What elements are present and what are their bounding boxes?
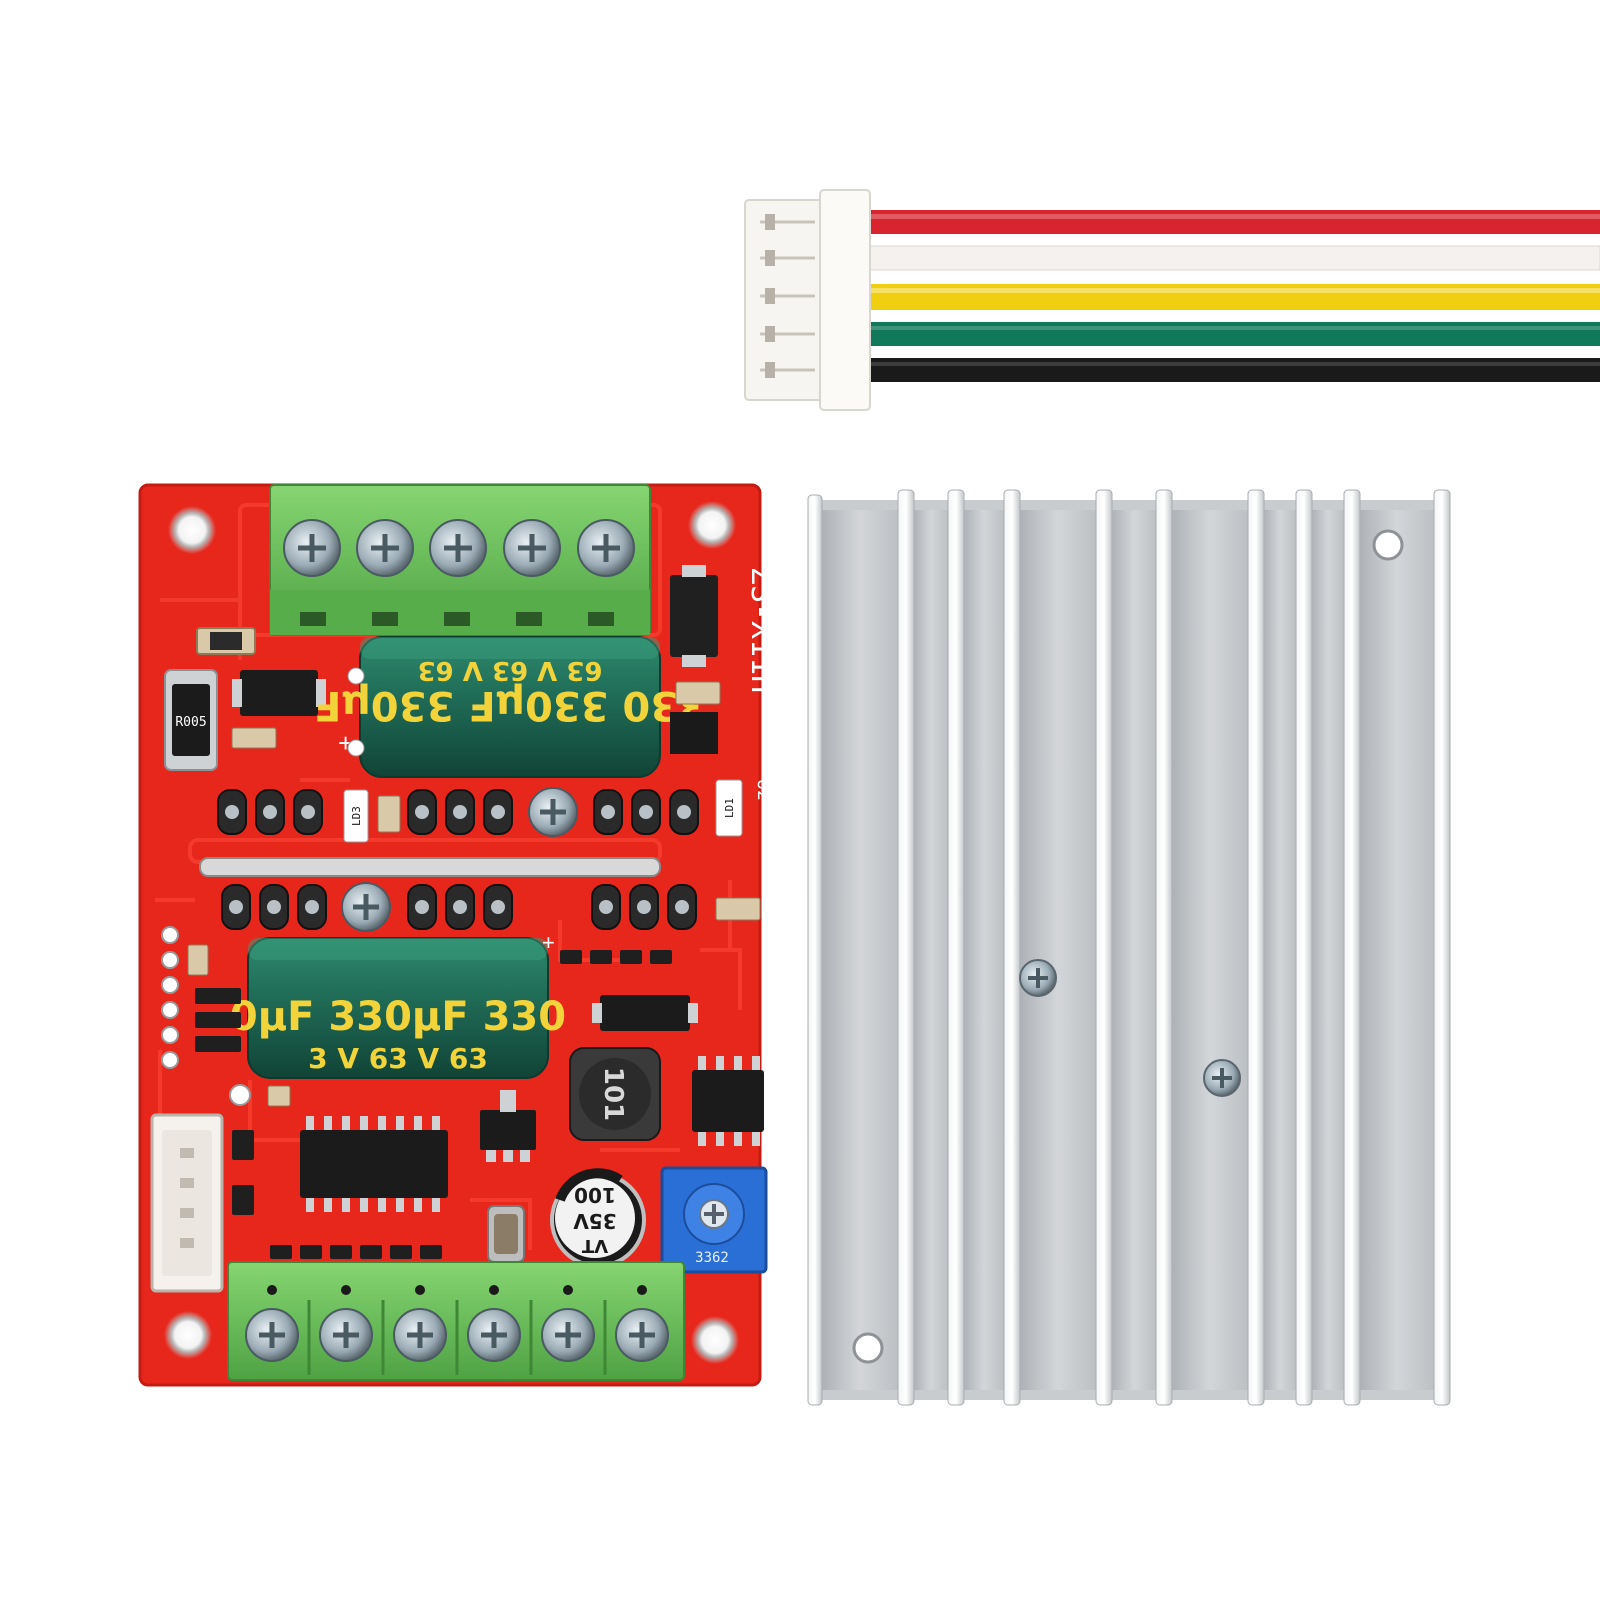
smd-components-left: R005 — [164, 627, 326, 771]
led-label-right: LD1 — [723, 798, 736, 818]
terminal-screws-top — [283, 519, 635, 577]
heatsink-fins — [807, 489, 1451, 1406]
capacitor-bottom-plus: + — [542, 930, 555, 955]
mosfet-leads-bottom — [221, 884, 697, 930]
capacitor-bottom-capacitance: 0µF 330µF 330 — [230, 994, 566, 1040]
terminal-screws-bottom — [245, 1308, 669, 1362]
small-electrolytic-capacitor: VT 35V 100 — [550, 1168, 646, 1268]
capacitor-bottom-voltage: 3 V 63 V 63 — [308, 1042, 488, 1075]
potentiometer: 3362 — [660, 1166, 768, 1274]
resistor-label: R005 — [175, 715, 206, 730]
wire-harness — [744, 189, 1600, 411]
wire-red — [850, 210, 1600, 234]
capacitor-top-voltage: 63 V 63 V 63 — [418, 655, 603, 685]
led-label-left: LD3 — [350, 806, 363, 826]
heatsink-hole-top — [1372, 529, 1404, 561]
capacitor-top: 63 V 63 V 63 330 330µF 330µF + — [314, 636, 706, 778]
lower-components: 101 VT 35V 100 — [229, 950, 768, 1274]
motor-driver-board: R005 63 V 63 V 63 330 330µF 330µF + LD1 — [138, 483, 779, 1387]
wires — [849, 210, 1600, 382]
wire-black — [850, 358, 1600, 382]
aluminum-heatsink — [807, 489, 1451, 1406]
wire-green — [850, 322, 1600, 346]
capacitor-bottom: 0µF 330µF 330 3 V 63 V 63 + — [230, 930, 566, 1079]
left-header-and-resistors — [150, 926, 241, 1293]
inductor-label: 101 — [598, 1067, 628, 1121]
smd-components-right-top: LD1 ZS-X11H U2 — [670, 565, 779, 837]
terminal-block-top — [269, 484, 651, 636]
small-cap-line1: VT — [581, 1235, 608, 1256]
small-cap-line3: 100 — [574, 1183, 616, 1207]
potentiometer-label: 3362 — [695, 1250, 729, 1266]
u2-label: U2 — [753, 779, 774, 801]
heatsink-screws — [1019, 959, 1241, 1097]
mounting-holes — [164, 501, 739, 1364]
capacitor-top-capacitance: 330 330µF 330µF — [314, 682, 706, 728]
clamp-bar — [199, 857, 661, 877]
jst-connector — [744, 189, 871, 411]
heatsink-hole-bottom — [852, 1332, 884, 1364]
wire-yellow — [850, 284, 1600, 310]
wire-white — [849, 245, 1600, 271]
driver-ic — [300, 1130, 448, 1198]
board-model-label: ZS-X11H — [744, 567, 779, 693]
inductor: 101 — [569, 1047, 661, 1141]
small-cap-line2: 35V — [573, 1209, 617, 1233]
terminal-block-bottom — [227, 1261, 685, 1381]
